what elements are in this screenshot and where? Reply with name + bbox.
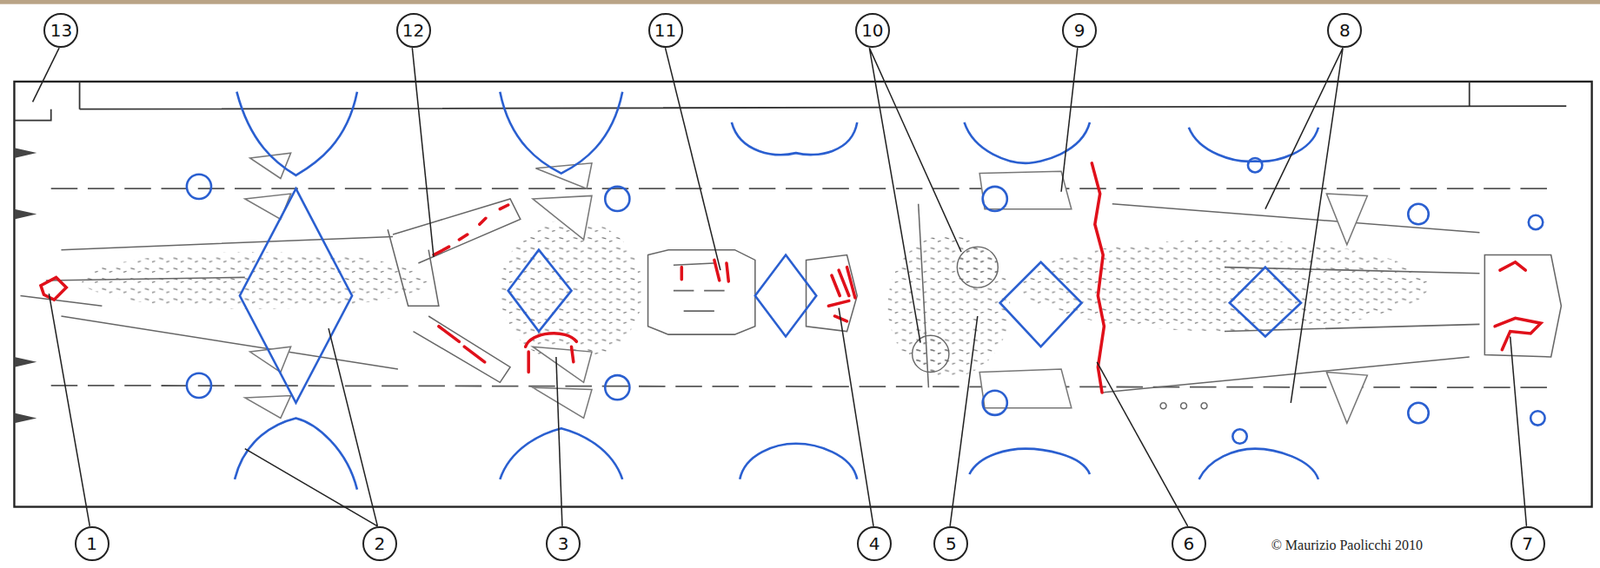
callout-number: 6 xyxy=(1171,526,1207,562)
callout-number: 11 xyxy=(648,13,684,48)
callout-number: 4 xyxy=(856,526,892,562)
callout-number: 5 xyxy=(933,526,969,562)
callout-number: 10 xyxy=(855,13,890,48)
copyright-note: © Maurizio Paolicchi 2010 xyxy=(1269,537,1425,554)
callout-number: 8 xyxy=(1327,13,1362,48)
callout-number: 12 xyxy=(396,13,432,48)
callout-number: 3 xyxy=(545,526,581,562)
callout-number: 1 xyxy=(74,526,110,562)
callout-number: 2 xyxy=(362,526,398,562)
callout-number: 9 xyxy=(1062,13,1097,48)
callout-number: 7 xyxy=(1510,526,1546,562)
callout-number: 13 xyxy=(43,13,79,48)
